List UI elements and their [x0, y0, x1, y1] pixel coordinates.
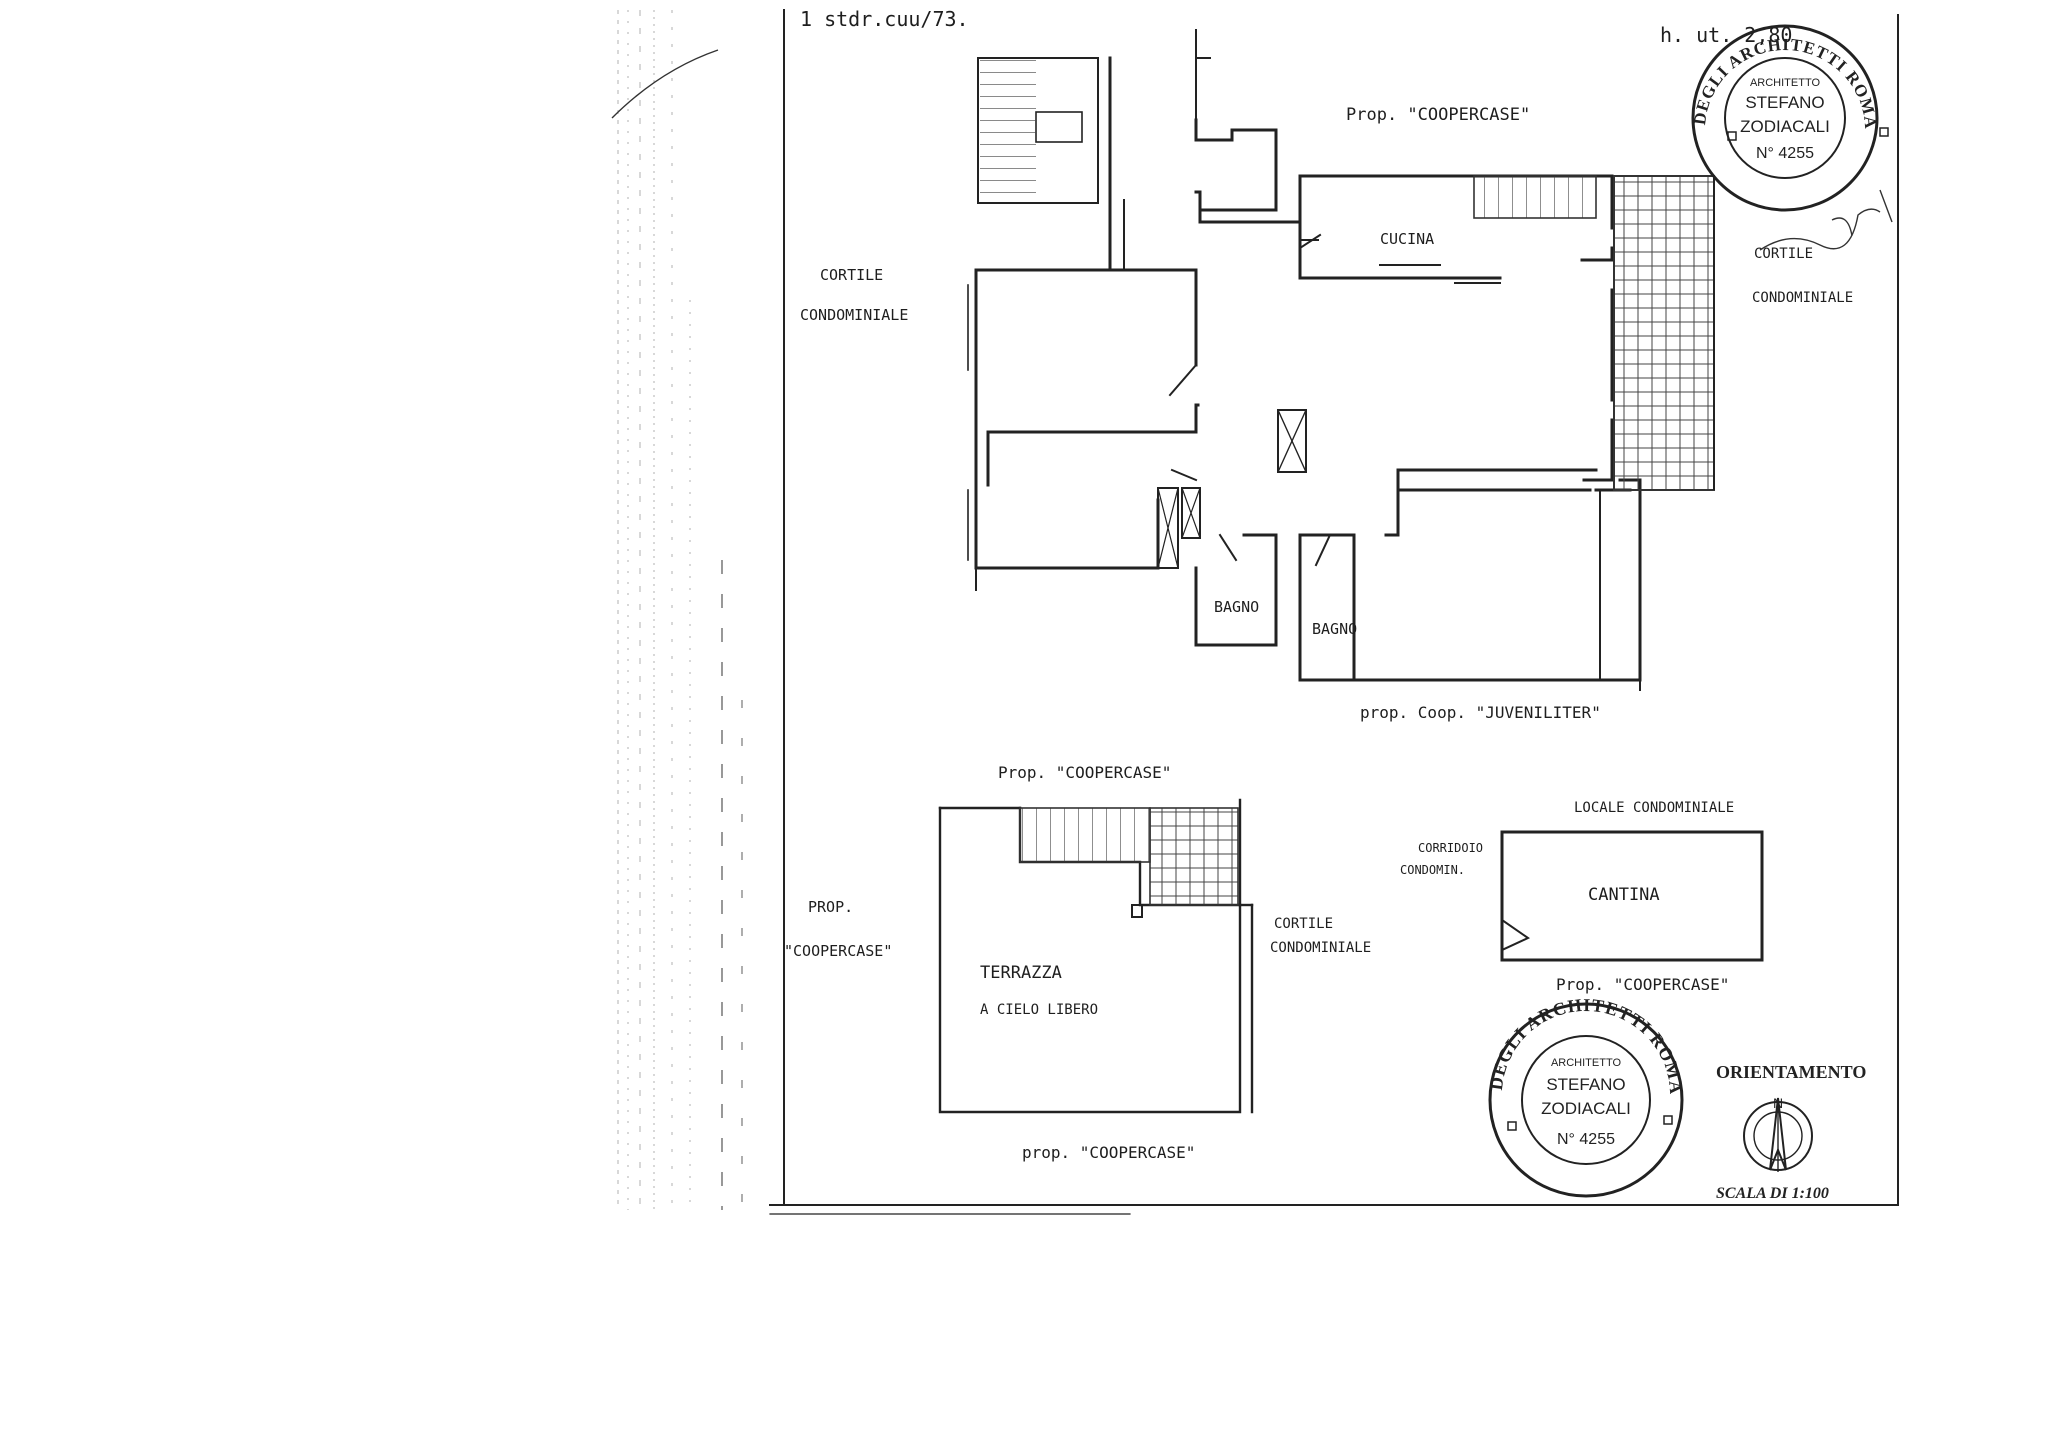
- svg-text:ORDINE DEGLI ARCHITETTI ROMA E: ORDINE DEGLI ARCHITETTI ROMA E RIETI: [0, 0, 1685, 1096]
- stamp-name-2: ZODIACALI: [1740, 117, 1830, 136]
- label-prop-coopercase-bottom: prop. "COOPERCASE": [1022, 1143, 1195, 1162]
- label-bagno-2: BAGNO: [1312, 620, 1357, 638]
- stamp-name-1: STEFANO: [1745, 93, 1824, 112]
- label-prop-juveniliter: prop. Coop. "JUVENILITER": [1360, 703, 1601, 722]
- label-bagno-1: BAGNO: [1214, 598, 1259, 616]
- drawing-frame: [769, 9, 1899, 1215]
- stair-treads-top-left: [980, 60, 1036, 200]
- label-terrazza-1: TERRAZZA: [980, 963, 1062, 983]
- label-corridoio-1: CORRIDOIO: [1418, 841, 1483, 855]
- balcony-tiles: [1613, 175, 1715, 491]
- label-prop-coopercase-top: Prop. "COOPERCASE": [1346, 105, 1530, 125]
- label-cortile-right-1: CORTILE: [1754, 246, 1813, 262]
- orientation-compass: ORIENTAMENTO N: [1716, 1062, 1866, 1172]
- apartment-walls: [967, 29, 1642, 691]
- stamp-name-2-2: ZODIACALI: [1541, 1099, 1631, 1118]
- label-cortile-mid-1: CORTILE: [1274, 916, 1333, 932]
- cantina-walls: [1500, 830, 1764, 962]
- architect-signature: [1759, 189, 1893, 251]
- label-cortile-left-1: CORTILE: [820, 266, 883, 284]
- label-prop-coopercase-terrazza-top: Prop. "COOPERCASE": [998, 763, 1171, 782]
- label-cortile-left-2: CONDOMINIALE: [800, 306, 908, 324]
- stamp-number-2: N° 4255: [1557, 1131, 1615, 1148]
- header-scribble: 1 stdr.cuu/73.: [800, 7, 969, 31]
- label-cantina: CANTINA: [1588, 885, 1660, 905]
- stamp-number: N° 4255: [1756, 145, 1814, 162]
- kitchen-stair-treads: [1473, 175, 1597, 219]
- label-cucina: CUCINA: [1380, 230, 1434, 248]
- architect-stamp-bottom: ORDINE DEGLI ARCHITETTI ROMA E RIETI ARC…: [0, 0, 1685, 1198]
- stamp-ring-text-2: ORDINE DEGLI ARCHITETTI ROMA E RIETI: [0, 0, 1685, 1096]
- label-terrazza-2: A CIELO LIBERO: [980, 1002, 1098, 1018]
- architect-stamp-top: ORDINE DEGLI ARCHITETTI ROMA E RIETI ARC…: [0, 0, 1889, 212]
- stamp-role-2: ARCHITETTO: [1551, 1057, 1622, 1069]
- label-locale-condominiale: LOCALE CONDOMINIALE: [1574, 800, 1734, 816]
- label-corridoio-2: CONDOMIN.: [1400, 863, 1465, 877]
- stamp-name-1-2: STEFANO: [1546, 1075, 1625, 1094]
- terrazza-tiles: [1149, 807, 1239, 906]
- label-cortile-right-2: CONDOMINIALE: [1752, 290, 1853, 306]
- terrazza-stair-treads: [1019, 807, 1151, 863]
- label-prop-coopercase-cantina: Prop. "COOPERCASE": [1556, 975, 1729, 994]
- scan-arc-mark: [611, 49, 719, 119]
- orientamento-label: ORIENTAMENTO: [1716, 1062, 1866, 1082]
- scan-noise-strip: [617, 10, 743, 1210]
- label-prop-left-2: "COOPERCASE": [784, 942, 892, 960]
- label-cortile-mid-2: CONDOMINIALE: [1270, 940, 1371, 956]
- label-prop-left-1: PROP.: [808, 898, 853, 916]
- stamp-role: ARCHITETTO: [1750, 77, 1821, 89]
- scale-label: SCALA DI 1:100: [1716, 1185, 1829, 1202]
